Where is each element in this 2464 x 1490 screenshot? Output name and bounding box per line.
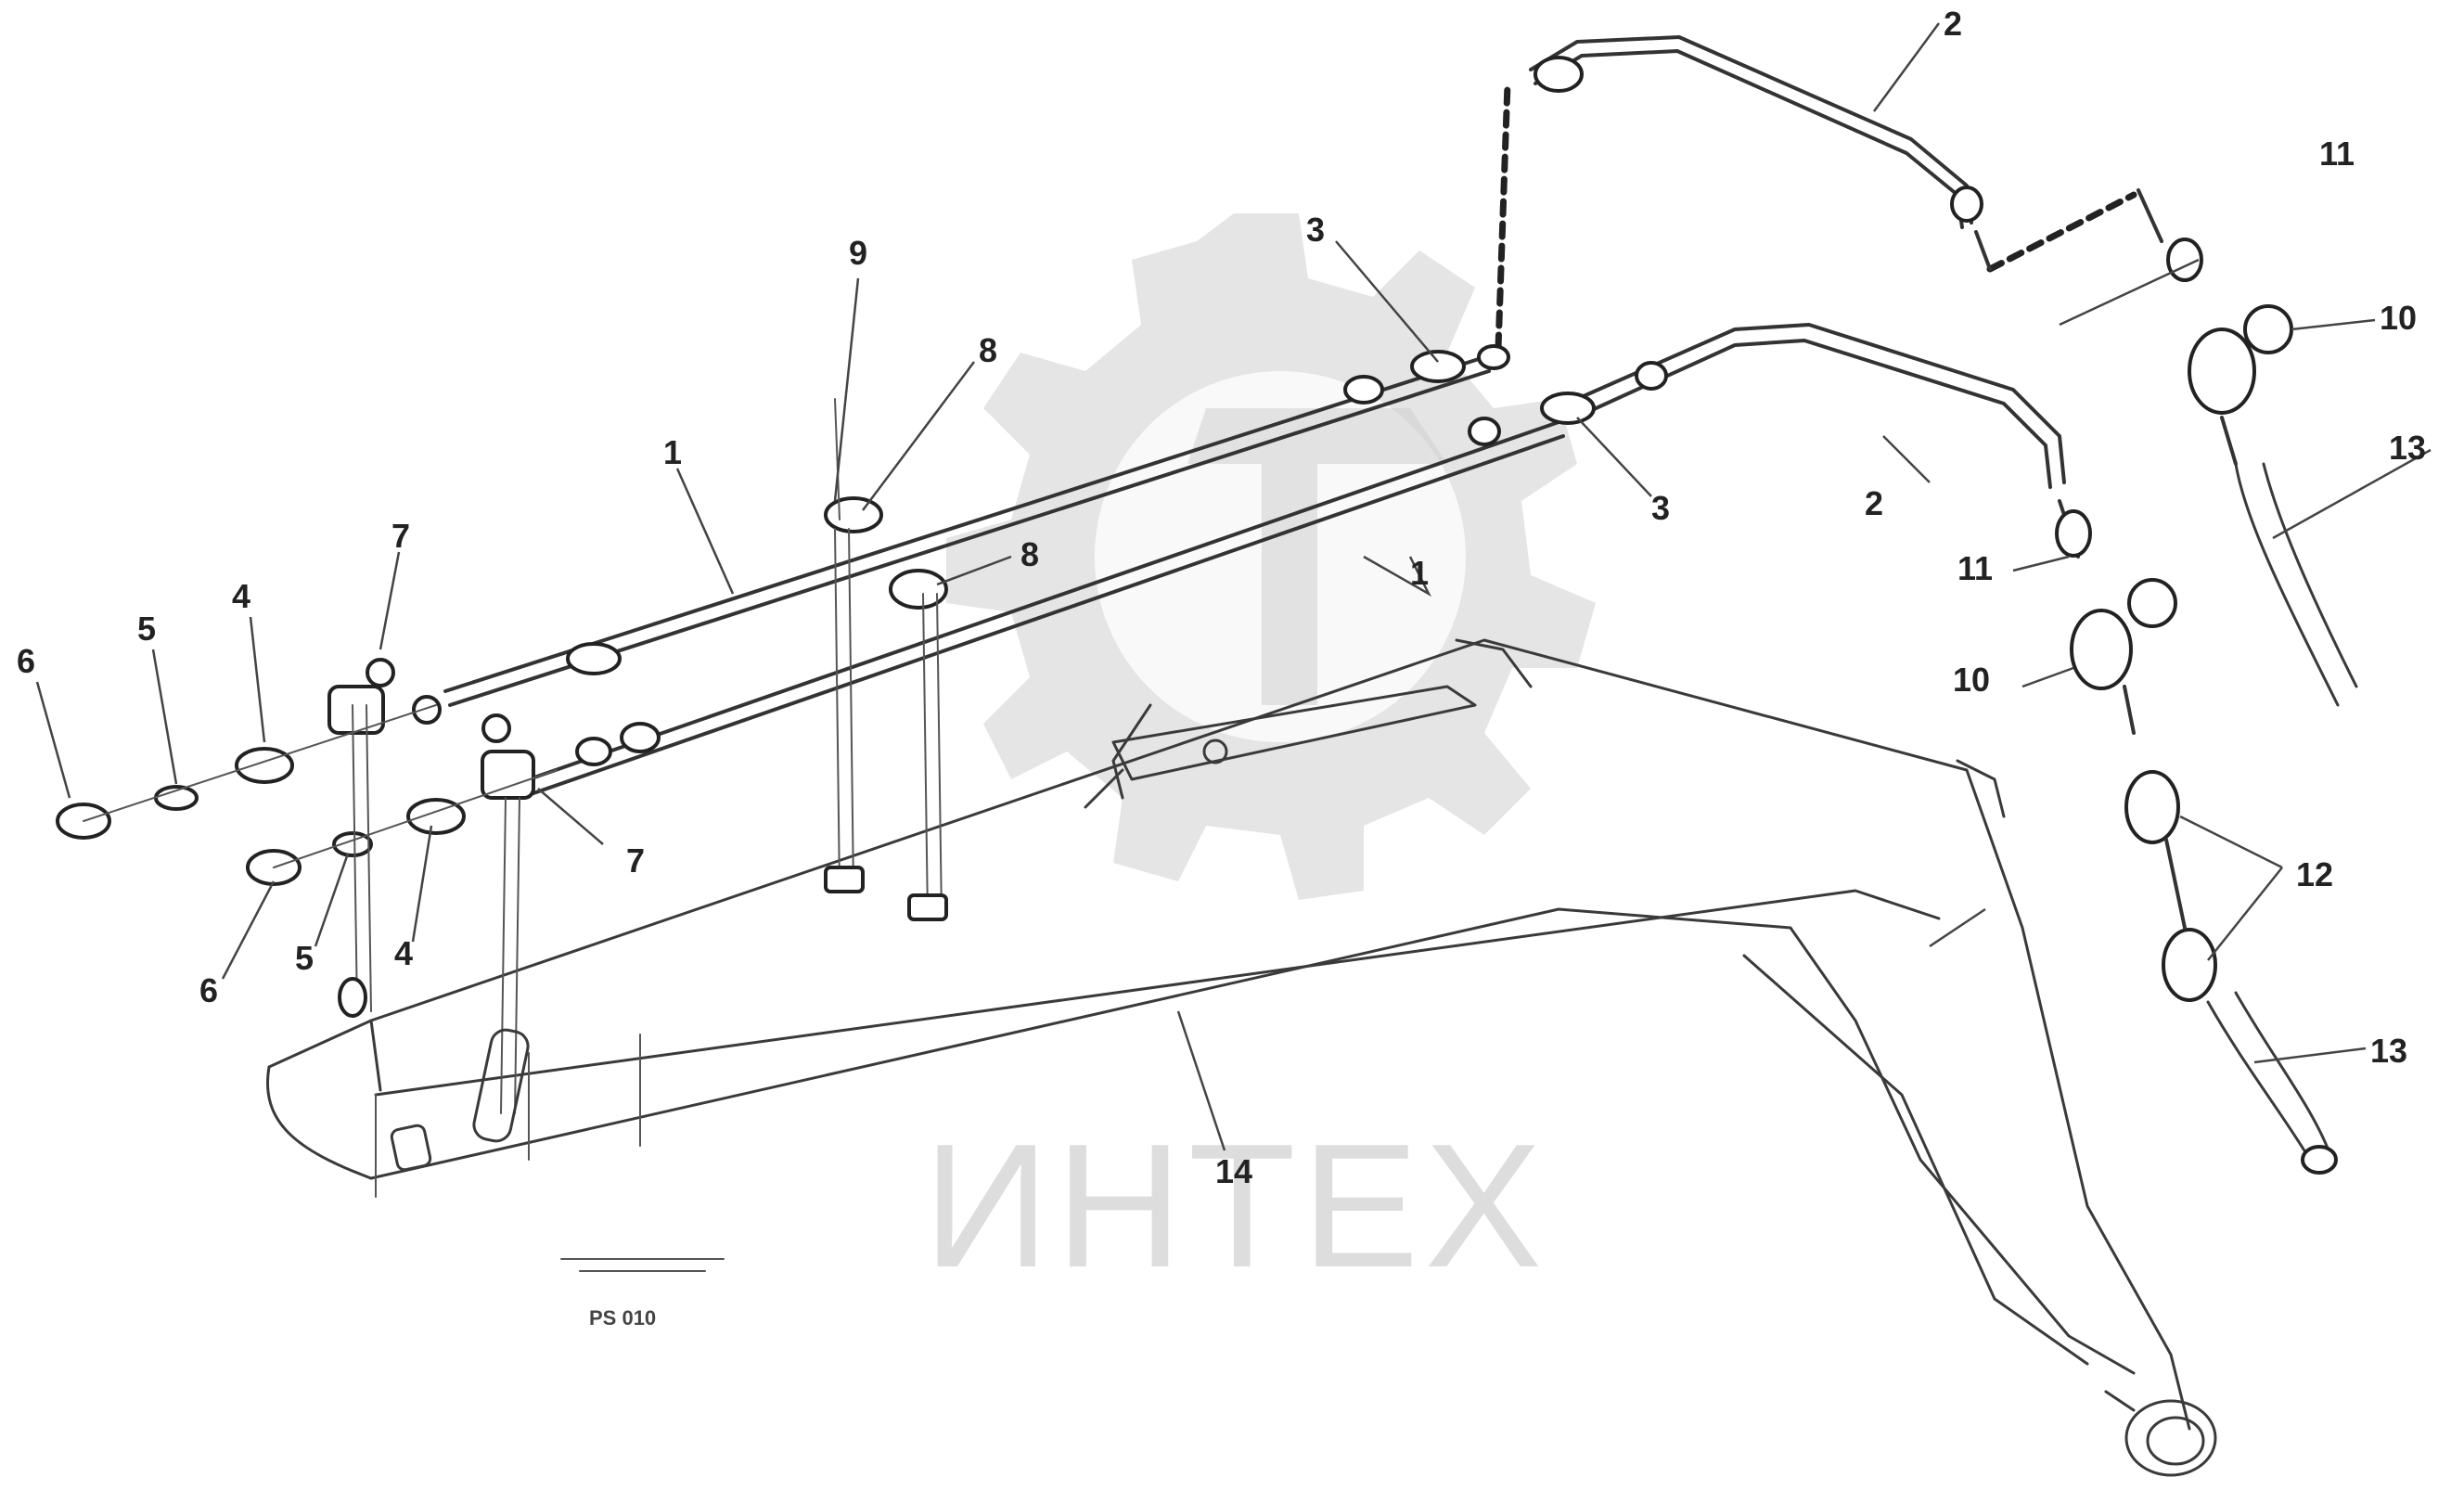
boom-end-bushing [2104, 1390, 2217, 1477]
callout-13-upper: 13 [2389, 429, 2426, 467]
callout-10-lower: 10 [1953, 661, 1990, 699]
callout-11-upper: 11 [2319, 135, 2355, 173]
figure-ref-code: PS 010 [589, 1306, 656, 1329]
callout-2-upper: 2 [1944, 5, 1962, 43]
callout-1-lower: 1 [1410, 554, 1429, 592]
callout-5-lower: 5 [295, 939, 314, 977]
left-couplings [56, 658, 558, 1143]
leader-lines [35, 22, 2432, 1151]
callout-14: 14 [1215, 1152, 1252, 1190]
callout-13-lower: 13 [2370, 1032, 2407, 1070]
callout-8-lower: 8 [1020, 535, 1039, 573]
watermark-gear-logo [946, 213, 1596, 900]
callout-8-upper: 8 [979, 331, 997, 369]
callout-7-lower: 7 [626, 841, 645, 880]
callout-labels: 1 1 2 2 3 3 4 4 5 5 6 6 7 7 8 8 9 10 10 … [17, 5, 2426, 1190]
watermark-text: ИНТЕХ [923, 1108, 1547, 1304]
callout-1-upper: 1 [663, 433, 682, 471]
callout-11-lower: 11 [1957, 549, 1993, 587]
callout-12: 12 [2296, 855, 2333, 893]
pipe-fittings [566, 56, 2203, 766]
callout-7-upper: 7 [391, 517, 410, 555]
pipe-clamps [824, 398, 948, 921]
callout-9: 9 [849, 234, 867, 272]
callout-10-upper: 10 [2380, 299, 2417, 337]
callout-2-lower: 2 [1865, 484, 1883, 522]
callout-3-upper: 3 [1306, 211, 1325, 249]
callout-5-upper: 5 [137, 610, 156, 648]
figure-reference: PS 010 [560, 1258, 725, 1329]
callout-6-lower: 6 [199, 971, 218, 1009]
callout-6-upper: 6 [17, 642, 35, 680]
boom-structure [266, 638, 2217, 1477]
callout-4-upper: 4 [232, 577, 250, 615]
right-hoses-and-clamps [2070, 304, 2358, 1175]
hydraulic-pipe-lower [527, 323, 2080, 795]
callout-3-lower: 3 [1651, 489, 1670, 527]
callout-4-lower: 4 [394, 934, 413, 972]
